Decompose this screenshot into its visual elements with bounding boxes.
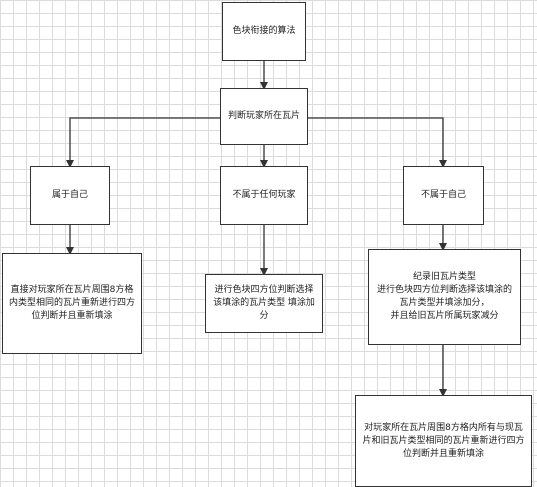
node-judge-label: 判断玩家所在瓦片 [227, 111, 300, 121]
node-other-final-label: 对玩家所在瓦片周围8方格内所有与现瓦片和旧瓦片类型相同的瓦片重新进行四方位判断并… [362, 422, 525, 459]
edge-judge-own [66, 117, 220, 168]
node-other: 不属于自己 [403, 166, 484, 225]
node-own-action: 直接对玩家所在瓦片周围8方格内类型相同的瓦片重新进行四方位判断并且重新填涂 [2, 253, 142, 354]
node-own: 属于自己 [30, 166, 110, 225]
node-nobody-action-label: 进行色块四方位判断选择该填涂的瓦片类型 填涂加分 [213, 285, 315, 321]
node-other-final: 对玩家所在瓦片周围8方格内所有与现瓦片和旧瓦片类型相同的瓦片重新进行四方位判断并… [355, 395, 532, 487]
node-nobody: 不属于任何玩家 [220, 166, 308, 225]
node-nobody-action: 进行色块四方位判断选择该填涂的瓦片类型 填涂加分 [205, 274, 323, 333]
edge-judge-other [308, 117, 447, 168]
node-nobody-label: 不属于任何玩家 [232, 190, 296, 200]
node-other-action-label: 纪录旧瓦片类型 进行色块四方位判断选择该填涂的瓦片类型并填涂加分， 并且给旧瓦片… [376, 272, 512, 321]
node-judge: 判断玩家所在瓦片 [220, 88, 308, 145]
node-start-label: 色块衔接的算法 [232, 26, 296, 36]
node-own-label: 属于自己 [51, 190, 88, 200]
node-own-action-label: 直接对玩家所在瓦片周围8方格内类型相同的瓦片重新进行四方位判断并且重新填涂 [9, 285, 136, 321]
node-other-action: 纪录旧瓦片类型 进行色块四方位判断选择该填涂的瓦片类型并填涂加分， 并且给旧瓦片… [368, 249, 521, 345]
node-other-label: 不属于自己 [420, 190, 466, 200]
node-start: 色块衔接的算法 [222, 2, 306, 61]
